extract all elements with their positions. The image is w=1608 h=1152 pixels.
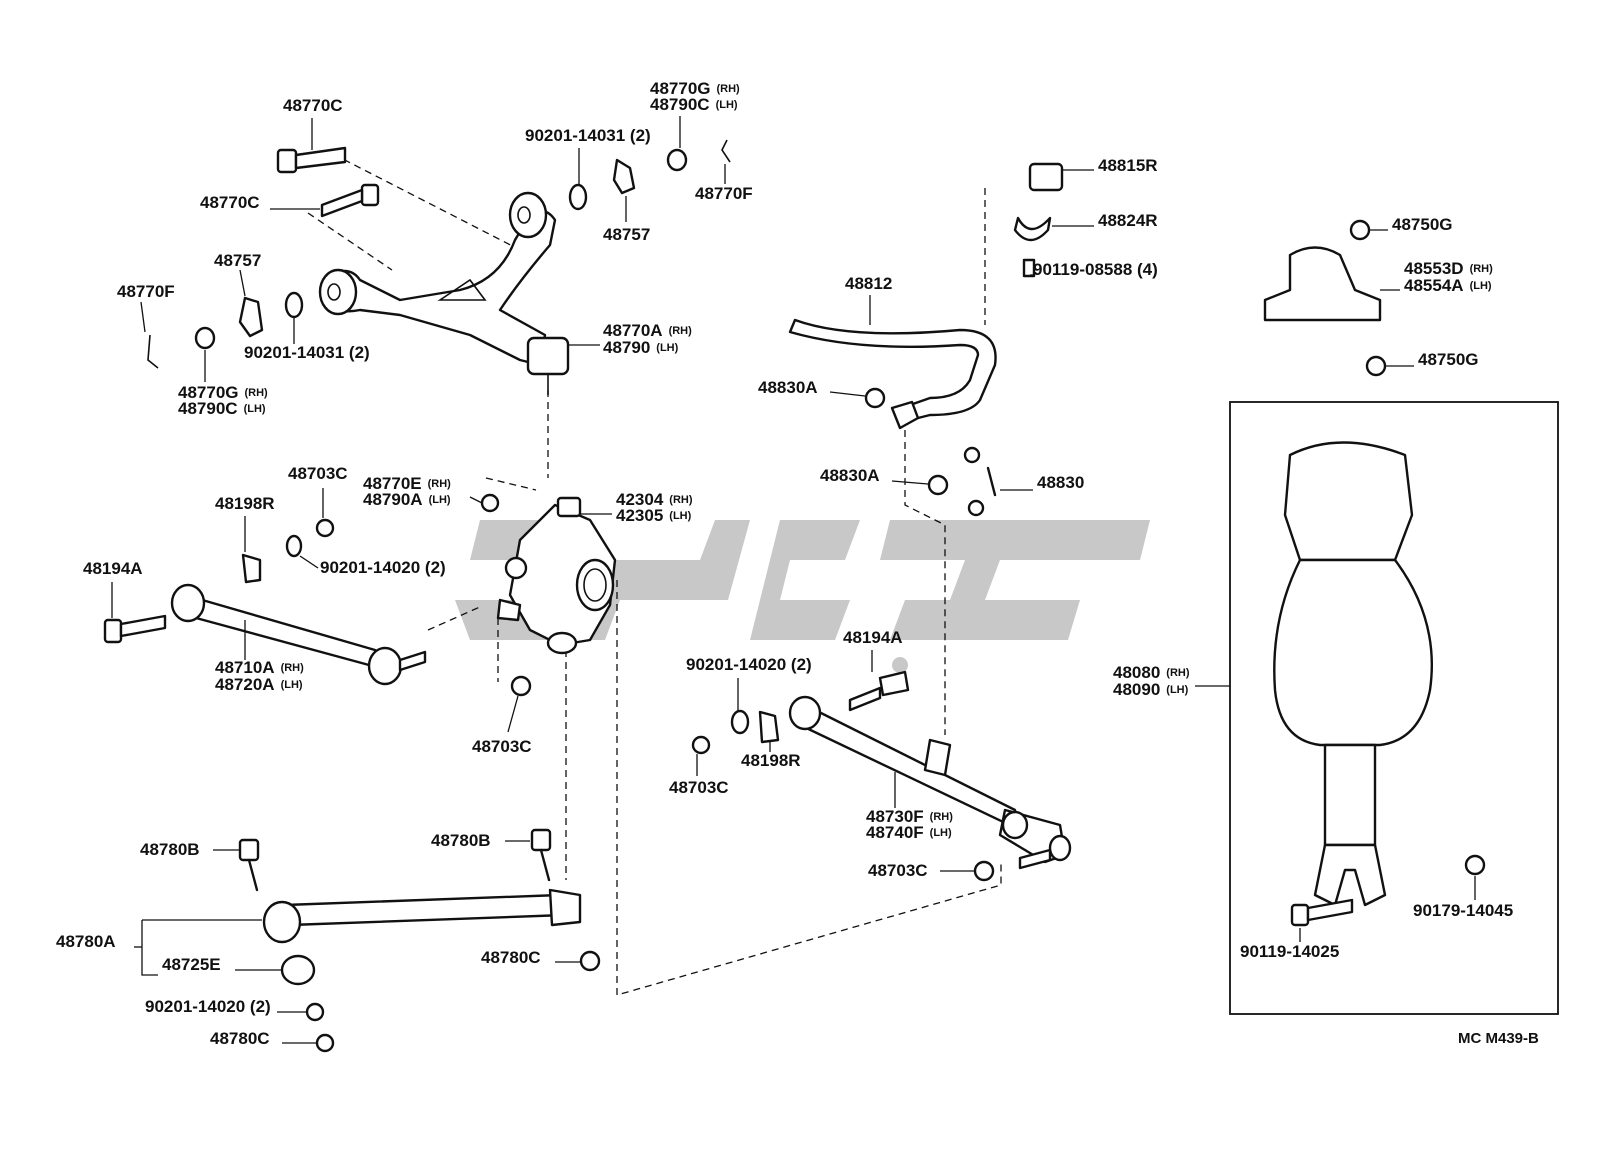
side-suffix: (RH) [669,494,693,506]
part-label: 48710A [215,658,275,677]
side-suffix: (RH) [930,811,954,823]
strut-mount [1263,219,1387,377]
part-label: 90201-14031 (2) [244,343,370,362]
part-label: 90179-14045 [1413,901,1513,920]
part-label: 48780C [210,1029,270,1048]
part-label: 48194A [843,628,903,647]
part-label: 48080 [1113,663,1160,682]
part-label: 48553D [1404,259,1464,278]
part-label: 48757 [214,251,261,270]
lower-arm-left [103,518,532,697]
part-label: 90201-14020 (2) [320,558,446,577]
part-label: 48757 [603,225,650,244]
side-suffix: (LH) [656,342,678,354]
bolt-icon [276,146,380,218]
side-suffix: (LH) [244,403,266,415]
bottom-arm [238,828,601,1053]
part-label: 48790A [363,490,423,509]
side-suffix: (RH) [1470,263,1494,275]
part-label: 48740F [866,823,924,842]
part-label: 48780B [431,831,491,850]
part-label: 48725E [162,955,221,974]
stabilizer-bar [788,162,1064,496]
part-label: 48812 [845,274,892,293]
part-label: 48703C [288,464,348,483]
part-label: 48815R [1098,156,1158,175]
part-label: 48703C [868,861,928,880]
part-label: 90201-14031 (2) [525,126,651,145]
air-strut [1273,441,1486,927]
washer-icon [147,139,731,369]
part-label: 48703C [472,737,532,756]
side-suffix: (RH) [281,662,305,674]
part-label: 48703C [669,778,729,797]
lower-arm-right [691,670,1072,882]
part-label: 90201-14020 (2) [686,655,812,674]
part-label: 48830 [1037,473,1084,492]
side-suffix: (LH) [716,99,738,111]
part-label: 48198R [215,494,275,513]
part-label: 48770C [283,96,343,115]
part-label: 48790C [650,95,710,114]
part-label: 48780C [481,948,541,967]
part-label: 48770F [695,184,753,203]
part-label: 48198R [741,751,801,770]
part-label: 48770A [603,321,663,340]
part-label: 48750G [1418,350,1479,369]
side-suffix: (LH) [429,494,451,506]
part-label: 48770F [117,282,175,301]
side-suffix: (LH) [930,827,952,839]
part-label: 48770G [650,79,711,98]
side-suffix: (RH) [1166,667,1190,679]
stabilizer-link [963,446,997,517]
part-label: 48780A [56,932,116,951]
leader-lines [111,116,1476,1044]
part-label: 48770C [200,193,260,212]
side-suffix: (RH) [245,387,269,399]
part-label: 48770G [178,383,239,402]
side-suffix: (RH) [717,83,741,95]
side-suffix: (LH) [1166,684,1188,696]
part-label: 48830A [820,466,880,485]
steering-knuckle [480,493,617,655]
part-label: 48194A [83,559,143,578]
part-label: 48790 [603,338,650,357]
air-strut-box [1229,401,1559,1015]
diagram-code: MC M439-B [1458,1030,1539,1047]
part-label: 90119-08588 (4) [1033,260,1158,279]
assembly-lines [307,153,1002,996]
part-label: 48824R [1098,211,1158,230]
side-suffix: (LH) [1470,280,1492,292]
upper-control-arm [318,191,570,395]
part-label: 48730F [866,807,924,826]
part-label: 48554A [1404,276,1464,295]
part-label: 42305 [616,506,663,525]
part-label: 48750G [1392,215,1453,234]
part-label: 42304 [616,490,664,509]
side-suffix: (LH) [281,679,303,691]
part-label: 48830A [758,378,818,397]
part-label: 48090 [1113,680,1160,699]
part-label: 48780B [140,840,200,859]
part-label: 90119-14025 [1240,942,1339,961]
part-label: 90201-14020 (2) [145,997,271,1016]
part-label: 48720A [215,675,275,694]
part-label: 48770E [363,474,422,493]
side-suffix: (RH) [428,478,452,490]
part-label: 48790C [178,399,238,418]
part-labels: 48770C 48770C 48757 48770F 90201-14031 (2) 48… [56,79,1513,1048]
side-suffix: (LH) [669,510,691,522]
side-suffix: (RH) [669,325,693,337]
